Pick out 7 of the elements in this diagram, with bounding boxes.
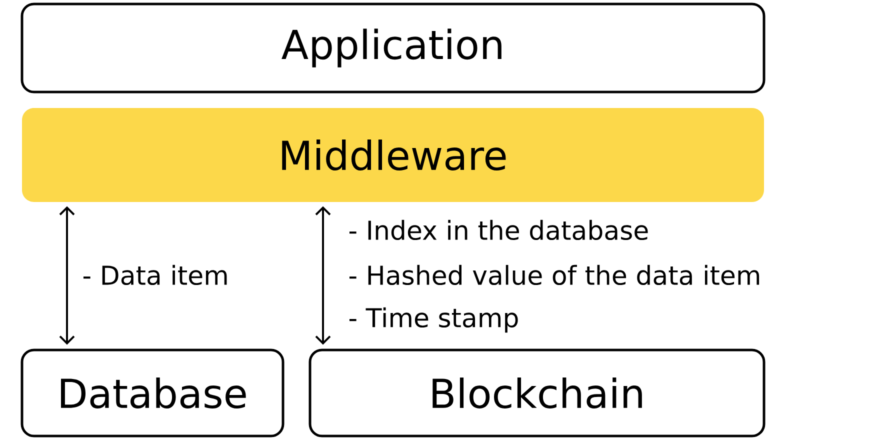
component-box: Database (20, 348, 284, 438)
component-box: Application (20, 2, 766, 94)
layer-band: Middleware (22, 108, 764, 202)
note-text: - Time stamp (349, 307, 518, 333)
note-text: - Hashed value of the data item (349, 264, 760, 286)
component-box: Blockchain (308, 348, 766, 438)
edge-label: - Data item (83, 264, 227, 286)
